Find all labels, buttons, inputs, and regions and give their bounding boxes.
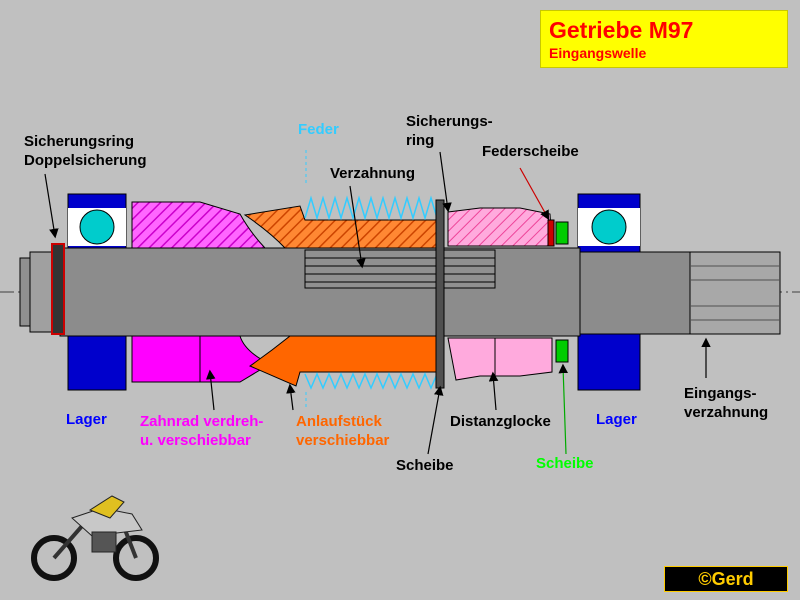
label-lager-left: Lager <box>66 411 107 428</box>
label-sicherungsring: Sicherungsring Doppelsicherung <box>24 133 147 169</box>
label-scheibe-black: Scheibe <box>396 457 454 474</box>
gear <box>131 201 272 383</box>
washer-black <box>435 199 445 389</box>
sliding-sleeve <box>243 205 441 387</box>
motorcycle-icon <box>31 495 159 581</box>
copyright-badge: ©Gerd <box>664 566 788 592</box>
distance-bell <box>447 207 553 381</box>
label-eingangsverzahnung: Eingangs- verzahnung <box>684 385 769 421</box>
bearing-left <box>67 193 127 391</box>
page-title: Getriebe M97 <box>549 17 694 43</box>
label-scheibe-green: Scheibe <box>536 455 594 472</box>
title-box: Getriebe M97 Eingangswelle <box>540 10 788 68</box>
label-distanzglocke: Distanzglocke <box>450 413 551 430</box>
spline-verzahnung <box>304 249 496 289</box>
label-federscheibe: Federscheibe <box>482 143 579 160</box>
page-subtitle: Eingangswelle <box>549 45 647 61</box>
label-anlaufstueck: Anlaufstück verschiebbar <box>296 413 390 449</box>
washer-green <box>555 221 569 363</box>
spring <box>304 195 438 390</box>
spring-washer <box>547 219 555 247</box>
circlip-left <box>51 243 65 335</box>
label-lager-right: Lager <box>596 411 637 428</box>
bearing-right <box>577 193 641 391</box>
label-zahnrad: Zahnrad verdreh- u. verschiebbar <box>140 413 264 449</box>
label-feder: Feder <box>298 121 339 138</box>
label-sicherungs-ring: Sicherungs- ring <box>406 113 493 149</box>
label-verzahnung: Verzahnung <box>330 165 416 182</box>
